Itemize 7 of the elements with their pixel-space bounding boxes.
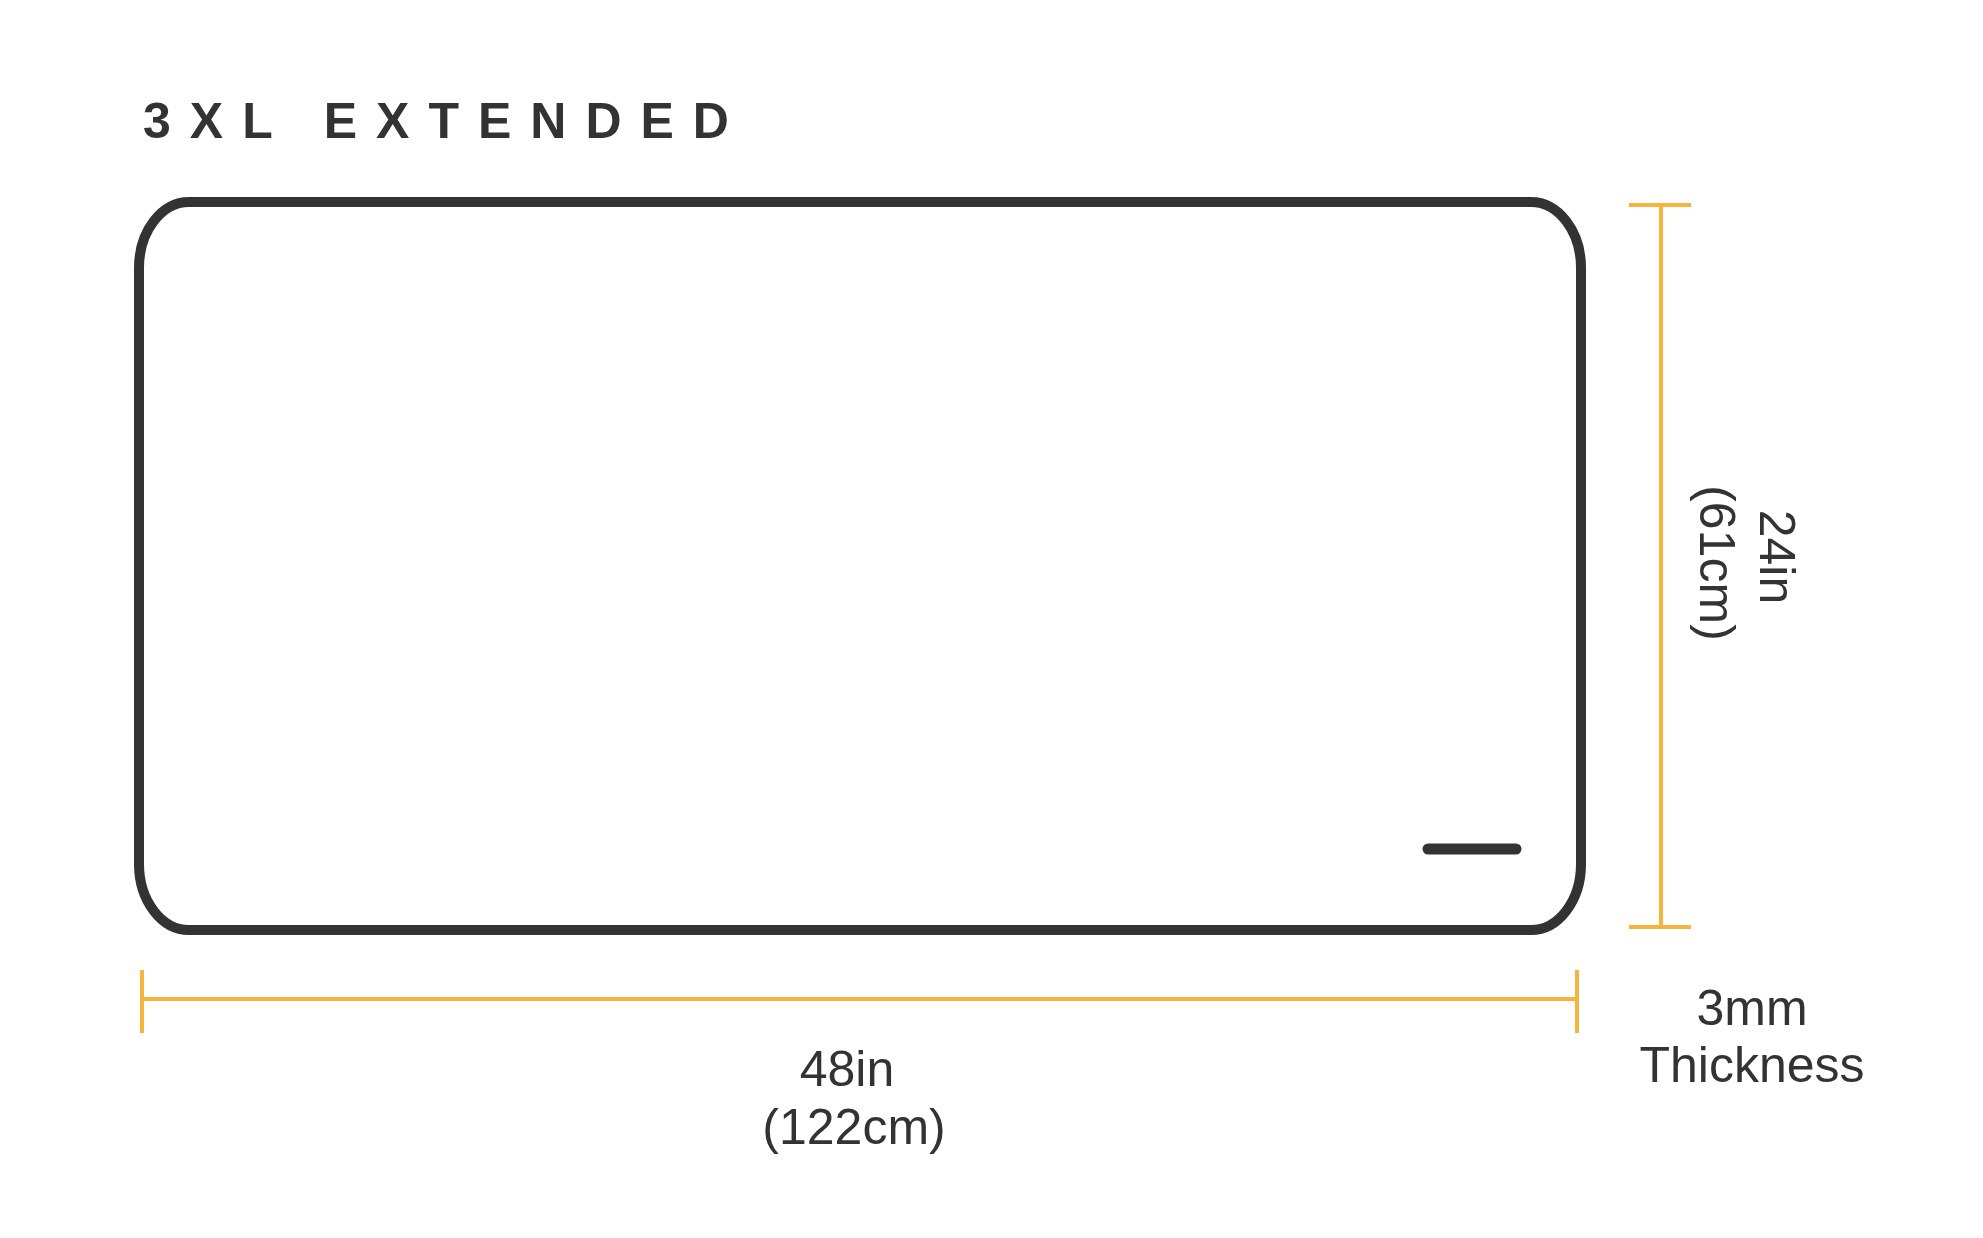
dimension-label: (61cm) xyxy=(1692,485,1742,641)
dimension-label: 24in xyxy=(1752,509,1802,605)
title: 3XL EXTENDED xyxy=(143,96,748,146)
dimension-label: 48in xyxy=(799,1044,895,1094)
dimension-label: (122cm) xyxy=(762,1102,946,1152)
dimension-label: Thickness xyxy=(1639,1040,1865,1090)
dimension-label: 3mm xyxy=(1696,983,1808,1033)
